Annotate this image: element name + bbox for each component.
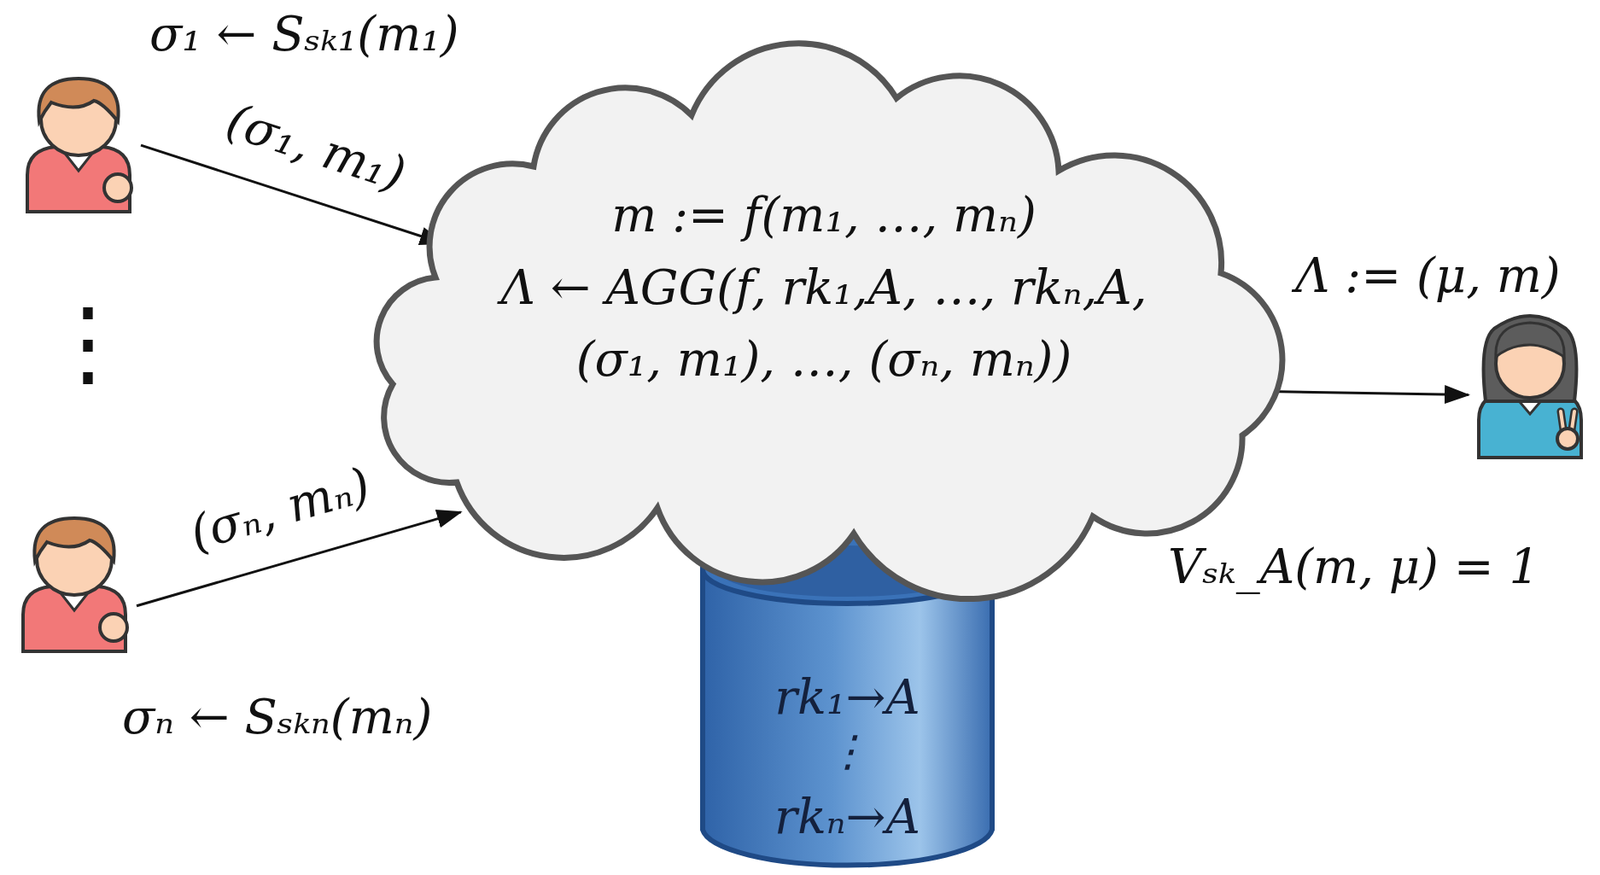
- user-icon: [17, 68, 141, 214]
- edge-label: (σ₁, m₁): [219, 89, 414, 206]
- arrow-connector: [1267, 391, 1469, 396]
- user-node: σ₁ ← Sₛₖ₁(m₁): [17, 68, 141, 214]
- node-text: σₙ ← Sₛₖₙ(mₙ): [122, 681, 433, 754]
- user-node: σₙ ← Sₛₖₙ(mₙ): [12, 503, 137, 666]
- edge-label: (σₙ, mₙ): [182, 454, 378, 566]
- node-text: m := f(m₁, …, mₙ): [456, 179, 1192, 252]
- node-text: rkₙ→A: [700, 781, 995, 853]
- node-text: Vₛₖ_A(m, μ) = 1: [1167, 531, 1540, 603]
- ellipsis-label: ⋮: [40, 286, 135, 399]
- cloud-node: m := f(m₁, …, mₙ)Λ ← AGG(f, rk₁,A, …, rk…: [375, 76, 1273, 547]
- edge-label: Λ := (μ, m): [1295, 244, 1561, 307]
- node-text: rk₁→A: [700, 661, 995, 734]
- cloud-shape: [376, 43, 1283, 600]
- node-text: ⋮: [700, 719, 995, 784]
- database-node: rk₁→A⋮rkₙ→A: [700, 533, 995, 875]
- user-icon: [12, 508, 137, 654]
- user-icon: [1468, 307, 1593, 462]
- user-node: Vₛₖ_A(m, μ) = 1: [1468, 307, 1589, 462]
- node-text: Λ ← AGG(f, rk₁,A, …, rkₙ,A, (σ₁, m₁), …,…: [456, 251, 1192, 396]
- node-text: σ₁ ← Sₛₖ₁(m₁): [149, 0, 460, 71]
